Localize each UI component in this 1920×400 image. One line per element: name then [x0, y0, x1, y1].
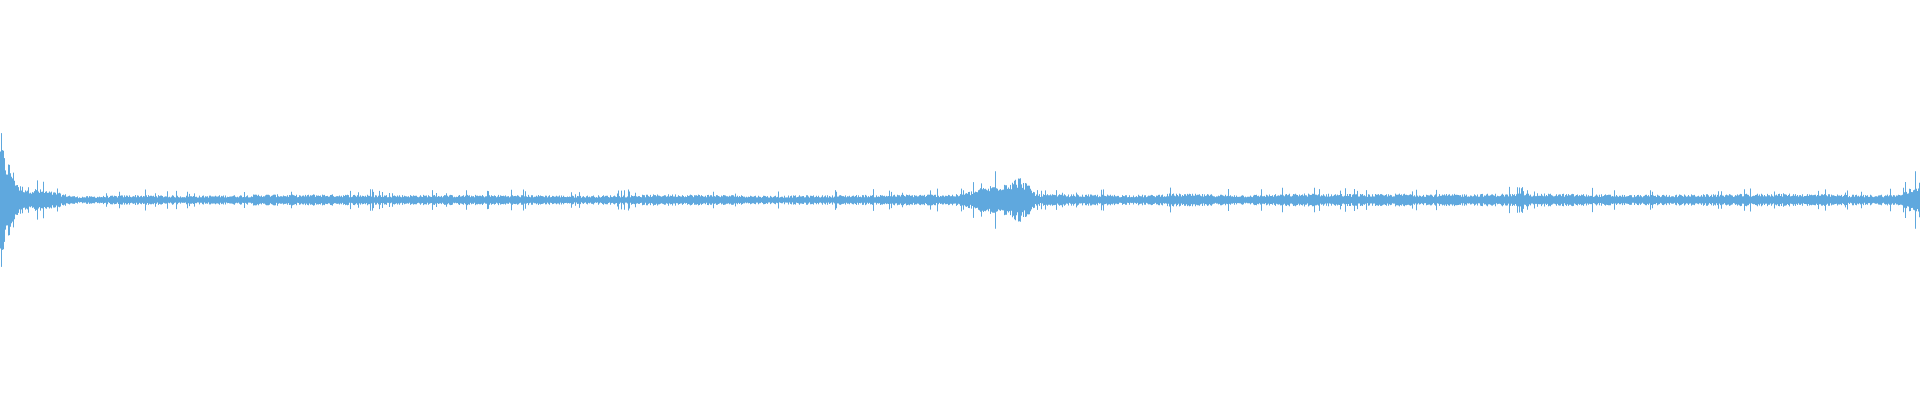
waveform-series — [0, 133, 1920, 267]
